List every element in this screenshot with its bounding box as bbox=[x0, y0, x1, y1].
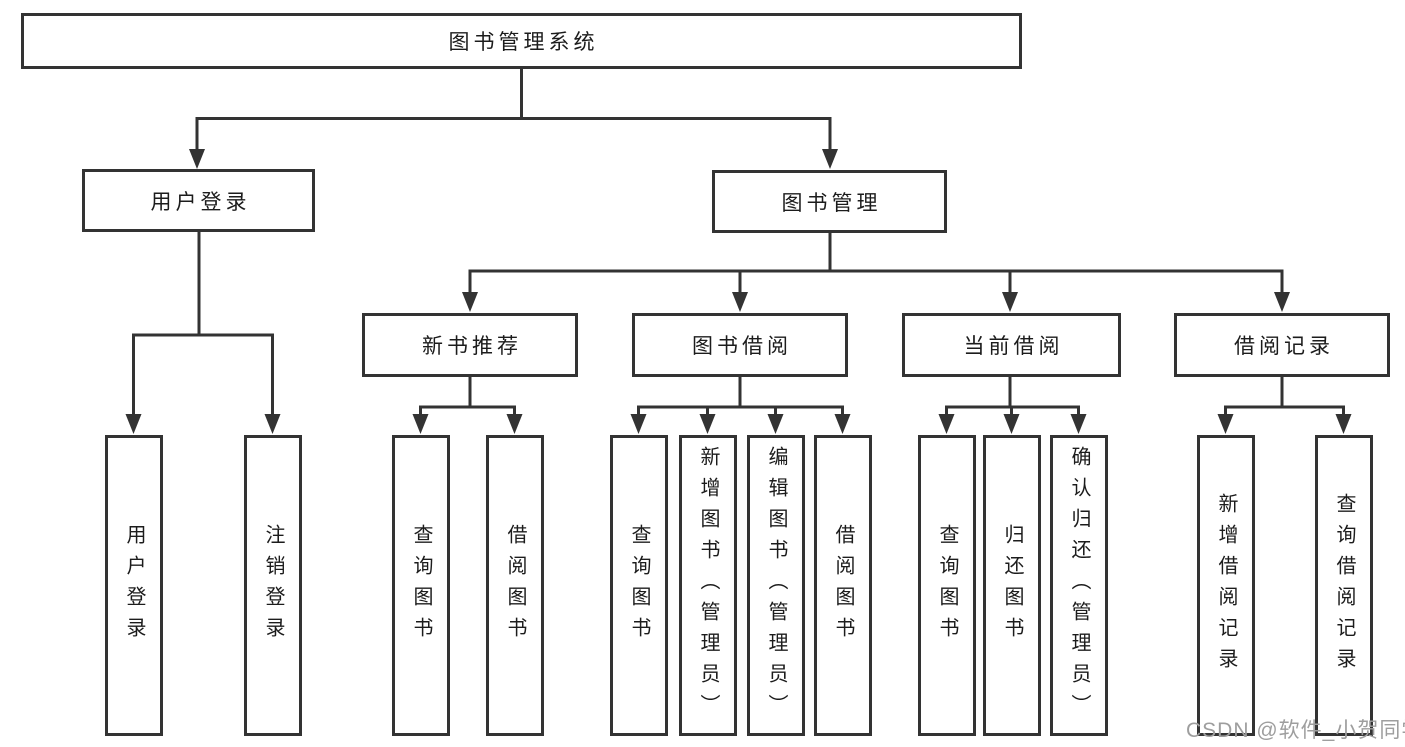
node-label: 图书借阅 bbox=[692, 335, 792, 358]
leaf-label: 新增图书（管理员） bbox=[697, 446, 719, 725]
node-label: 图书管理系统 bbox=[448, 31, 599, 54]
node-label: 用户登录 bbox=[150, 190, 251, 214]
leaf-label: 查询图书 bbox=[410, 523, 432, 648]
node-new-book-recommendation: 新书推荐 bbox=[362, 313, 578, 377]
leaf-label: 查询图书 bbox=[628, 523, 650, 648]
node-book-borrowing: 图书借阅 bbox=[632, 313, 848, 377]
csdn-watermark: CSDN @软件_小贺同学 bbox=[1186, 719, 1405, 742]
leaf-add-books-admin: 新增图书（管理员） bbox=[679, 435, 737, 736]
leaf-logout: 注销登录 bbox=[244, 435, 302, 736]
leaf-borrow-books-2: 借阅图书 bbox=[814, 435, 872, 736]
leaf-label: 查询图书 bbox=[936, 523, 958, 648]
leaf-label: 借阅图书 bbox=[504, 523, 526, 648]
leaf-label: 用户登录 bbox=[123, 523, 145, 648]
node-label: 图书管理 bbox=[781, 191, 882, 215]
node-label: 新书推荐 bbox=[422, 335, 522, 358]
node-borrowing-records: 借阅记录 bbox=[1174, 313, 1390, 377]
node-book-management: 图书管理 bbox=[712, 170, 947, 233]
node-library-management-system: 图书管理系统 bbox=[21, 13, 1022, 69]
leaf-label: 新增借阅记录 bbox=[1215, 492, 1237, 679]
node-user-login: 用户登录 bbox=[82, 169, 315, 232]
node-current-borrowing: 当前借阅 bbox=[902, 313, 1121, 377]
leaf-label: 查询借阅记录 bbox=[1333, 492, 1355, 679]
leaf-return-books: 归还图书 bbox=[983, 435, 1041, 736]
leaf-label: 借阅图书 bbox=[832, 523, 854, 648]
leaf-query-books-1: 查询图书 bbox=[392, 435, 450, 736]
leaf-confirm-return-admin: 确认归还（管理员） bbox=[1050, 435, 1108, 736]
node-label: 当前借阅 bbox=[963, 335, 1064, 358]
leaf-edit-books-admin: 编辑图书（管理员） bbox=[747, 435, 805, 736]
leaf-query-borrow-record: 查询借阅记录 bbox=[1315, 435, 1373, 736]
leaf-query-books-3: 查询图书 bbox=[918, 435, 976, 736]
leaf-label: 归还图书 bbox=[1001, 523, 1023, 648]
leaf-add-borrow-record: 新增借阅记录 bbox=[1197, 435, 1255, 736]
leaf-label: 注销登录 bbox=[262, 523, 284, 648]
leaf-label: 确认归还（管理员） bbox=[1068, 446, 1090, 725]
leaf-user-login: 用户登录 bbox=[105, 435, 163, 736]
leaf-borrow-books-1: 借阅图书 bbox=[486, 435, 544, 736]
leaf-label: 编辑图书（管理员） bbox=[765, 446, 787, 725]
leaf-query-books-2: 查询图书 bbox=[610, 435, 668, 736]
node-label: 借阅记录 bbox=[1234, 335, 1334, 358]
